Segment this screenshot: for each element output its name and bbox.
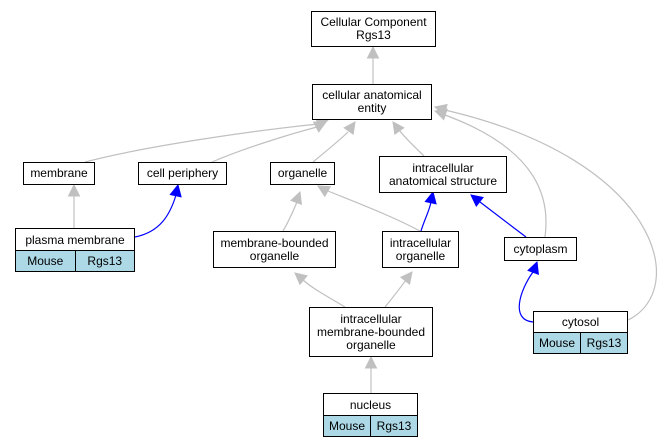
edge-ias-cae: [392, 121, 425, 157]
term-label: nucleus: [324, 394, 417, 416]
edge-cae-root: [366, 45, 380, 84]
node-cellular-anatomical-entity[interactable]: cellular anatomical entity: [312, 84, 432, 120]
arrowhead: [399, 271, 413, 285]
gene-cell: Rgs13: [586, 336, 622, 350]
edge-cytoplasm-ias: [470, 194, 527, 238]
edge-cytosol-cae: [433, 103, 658, 321]
edge-cell-periphery-cae: [211, 121, 327, 163]
arrowhead: [169, 183, 182, 198]
arrowhead: [294, 272, 308, 286]
arrowhead: [392, 121, 405, 136]
arrowhead: [470, 194, 484, 208]
node-plasma-membrane[interactable]: plasma membrane Mouse Rgs13: [15, 228, 135, 272]
node-nucleus[interactable]: nucleus Mouse Rgs13: [323, 393, 418, 437]
arrowhead: [366, 45, 380, 59]
edge-io-organelle: [317, 185, 421, 232]
edge-organelle-cae: [312, 121, 356, 163]
node-cytoplasm[interactable]: cytoplasm: [504, 237, 577, 261]
species-cell: Mouse: [534, 333, 581, 353]
arrowhead: [290, 190, 302, 205]
node-cellular-component[interactable]: Cellular Component Rgs13: [311, 11, 436, 47]
term-label: cytosol: [534, 312, 627, 333]
gene-cell: Rgs13: [376, 419, 412, 433]
arrowhead: [343, 121, 356, 136]
edge-plasma-membrane-membrane: [67, 183, 81, 228]
arrowhead: [67, 183, 81, 197]
term-label: plasma membrane: [16, 229, 134, 251]
edge-mbo-organelle: [282, 190, 302, 232]
arrowhead: [317, 185, 332, 198]
arrowhead: [433, 103, 448, 117]
annotation-row: Mouse Rgs13: [324, 416, 417, 436]
node-intracellular-anatomical-structure[interactable]: intracellular anatomical structure: [379, 156, 507, 193]
annotation-row: Mouse Rgs13: [16, 251, 134, 271]
node-cytosol[interactable]: cytosol Mouse Rgs13: [533, 311, 628, 354]
arrowhead: [364, 355, 378, 369]
species-cell: Mouse: [16, 251, 76, 271]
arrowhead: [424, 190, 437, 205]
arrowhead: [527, 260, 539, 275]
edge-io-ias: [420, 190, 437, 232]
node-intracellular-organelle[interactable]: intracellular organelle: [382, 231, 459, 268]
node-intracellular-membrane-bounded-organelle[interactable]: intracellular membrane-bounded organelle: [309, 307, 433, 357]
edge-cytosol-cytoplasm: [518, 260, 539, 323]
edge-imbo-mbo: [294, 272, 346, 308]
annotation-row: Mouse Rgs13: [534, 333, 627, 353]
edge-imbo-io: [384, 271, 413, 308]
edge-plasma-membrane-cell-periphery: [134, 183, 182, 238]
node-cell-periphery[interactable]: cell periphery: [138, 162, 227, 185]
node-membrane[interactable]: membrane: [23, 162, 95, 185]
arrowhead: [312, 121, 327, 133]
edge-membrane-cae: [84, 116, 330, 163]
node-membrane-bounded-organelle[interactable]: membrane-bounded organelle: [213, 231, 336, 268]
edge-nucleus-imbo: [364, 355, 378, 394]
gene-cell: Rgs13: [87, 254, 123, 268]
species-cell: Mouse: [324, 416, 371, 436]
node-organelle[interactable]: organelle: [270, 162, 335, 185]
